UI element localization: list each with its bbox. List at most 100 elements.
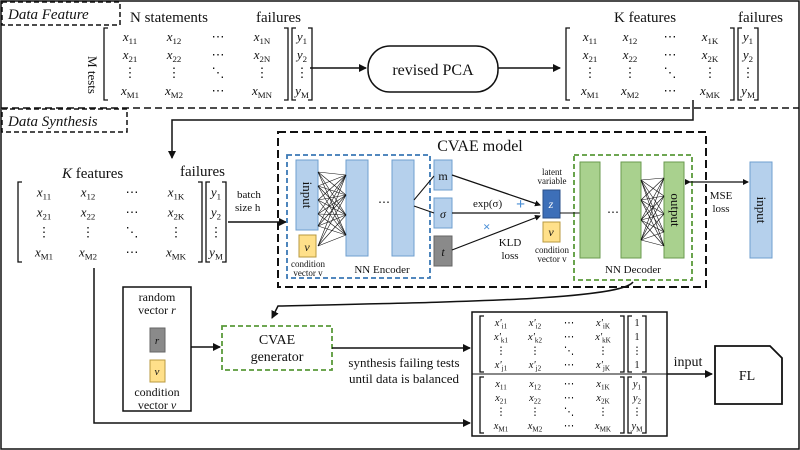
latent-z-label: z [548,197,554,211]
matrix-cell: x'j1 [494,360,508,372]
decoder-edge [640,219,665,233]
matrix-cell: x2K [701,47,719,64]
y-cell: y2 [209,204,221,221]
y-left-bracket [737,27,742,101]
decoder-condition-vector-label: vector v [537,254,567,264]
matrix-cell: ⋯ [564,332,575,343]
matrix-cell: xM2 [164,83,183,100]
y-cell: 1 [634,360,639,371]
matrix-cell: xM1 [580,83,599,100]
matrix-cell: xMK [699,83,721,100]
arrow-to-synthesis [168,100,694,159]
y-cell: yM [630,421,643,433]
matrix-left-bracket [565,27,570,101]
matrix-cell: x1N [253,29,271,46]
matrix-left-bracket [17,181,22,263]
y-cell: y1 [741,29,753,46]
variable-label: variable [538,176,567,186]
matrix-cell: x'kK [594,332,611,344]
matrix-cell: x22 [528,393,541,405]
fl-label: FL [739,369,755,384]
encoder-ellipsis: ⋯ [378,195,390,209]
matrix-cell: ⋮ [496,407,507,418]
encoder-edge [317,199,347,216]
synthesis-text-1: synthesis failing tests [348,355,459,370]
encoder-edge [317,171,347,176]
reconstruction-input [749,161,773,259]
decoder-edge [640,195,665,221]
encoder-hidden-layer-1 [345,159,369,257]
decoder-edge [640,177,665,241]
k-features-label-top: K features [614,10,676,26]
matrix-cell: x2N [253,47,271,64]
matrix-left-bracket [479,315,484,373]
matrix-right-bracket [620,315,625,373]
encoder-edge [317,194,347,215]
data-synthesis-label: Data Synthesis [1,108,128,133]
matrix-cell: ⋯ [564,421,575,432]
matrix-cell: ⋯ [564,379,575,390]
mean-label: m [438,169,448,183]
y-right-bracket [754,27,759,101]
encoder-v-label: v [304,240,310,254]
encoder-edge [317,185,347,196]
matrix-cell: xM1 [34,244,53,261]
n-statements-label: N statements [130,10,208,26]
gen-condition-box [149,359,166,383]
decoder-edge [640,239,665,247]
matrix-cell: ⋮ [496,346,507,357]
y-left-bracket [291,27,296,101]
matrix-cell: ⋮ [584,65,597,80]
revised-pca-box [367,45,499,93]
y-cell: ⋮ [632,346,643,357]
matrix-cell: ⋮ [530,407,541,418]
arrow-original-to-data [93,268,471,427]
matrix-cell: x21 [122,47,138,64]
matrix-cell: ⋯ [564,318,575,329]
encoder-edge [317,174,347,227]
y-right-bracket [222,181,227,263]
matrix-cell: ⋯ [664,29,677,44]
y-right-bracket [308,27,313,101]
matrix-cell: x'iK [595,318,611,330]
failures-label-top: failures [256,10,301,26]
cvae-model-box [277,131,707,288]
decoder-edge [640,195,665,201]
matrix-cell: ⋮ [82,224,95,239]
input-to-fl-label: input [674,355,703,370]
decoder-border [573,154,693,281]
matrix-cell: ⋯ [564,393,575,404]
encoder-edge [317,174,347,247]
matrix-cell: ⋯ [126,204,139,219]
random-label: random [139,290,176,304]
noise-node [433,235,453,267]
nn-encoder-label: NN Encoder [354,264,410,276]
matrix-cell: x'i2 [528,318,542,330]
matrix-cell: x'i1 [494,318,508,330]
y-cell: y2 [741,47,753,64]
y-cell: y2 [295,47,307,64]
vector-r-label: vector r [138,303,176,317]
decoder-edge [640,179,665,197]
decoder-condition-box [542,221,561,243]
matrix-cell: ⋮ [256,65,269,80]
random-r-label: r [155,335,160,347]
encoder-input-layer [295,159,319,231]
matrix-cell: ⋯ [212,47,225,62]
matrix-cell: x1K [167,184,185,201]
fl-box [714,345,783,405]
matrix-cell: xM2 [78,244,97,261]
encoder-edge [317,213,347,216]
enc-to-sigma [413,205,435,214]
nn-decoder-label: NN Decoder [605,264,661,276]
matrix-cell: x12 [622,29,638,46]
encoder-input-label: input [300,182,315,209]
synthesis-text-2: until data is balanced [349,371,460,386]
exp-sigma-label: exp(σ) [473,198,502,210]
y-cell: ⋮ [210,224,223,239]
m-to-z [451,174,541,207]
matrix-cell: xM2 [620,83,639,100]
encoder-condition-vector-label: vector v [293,268,323,278]
